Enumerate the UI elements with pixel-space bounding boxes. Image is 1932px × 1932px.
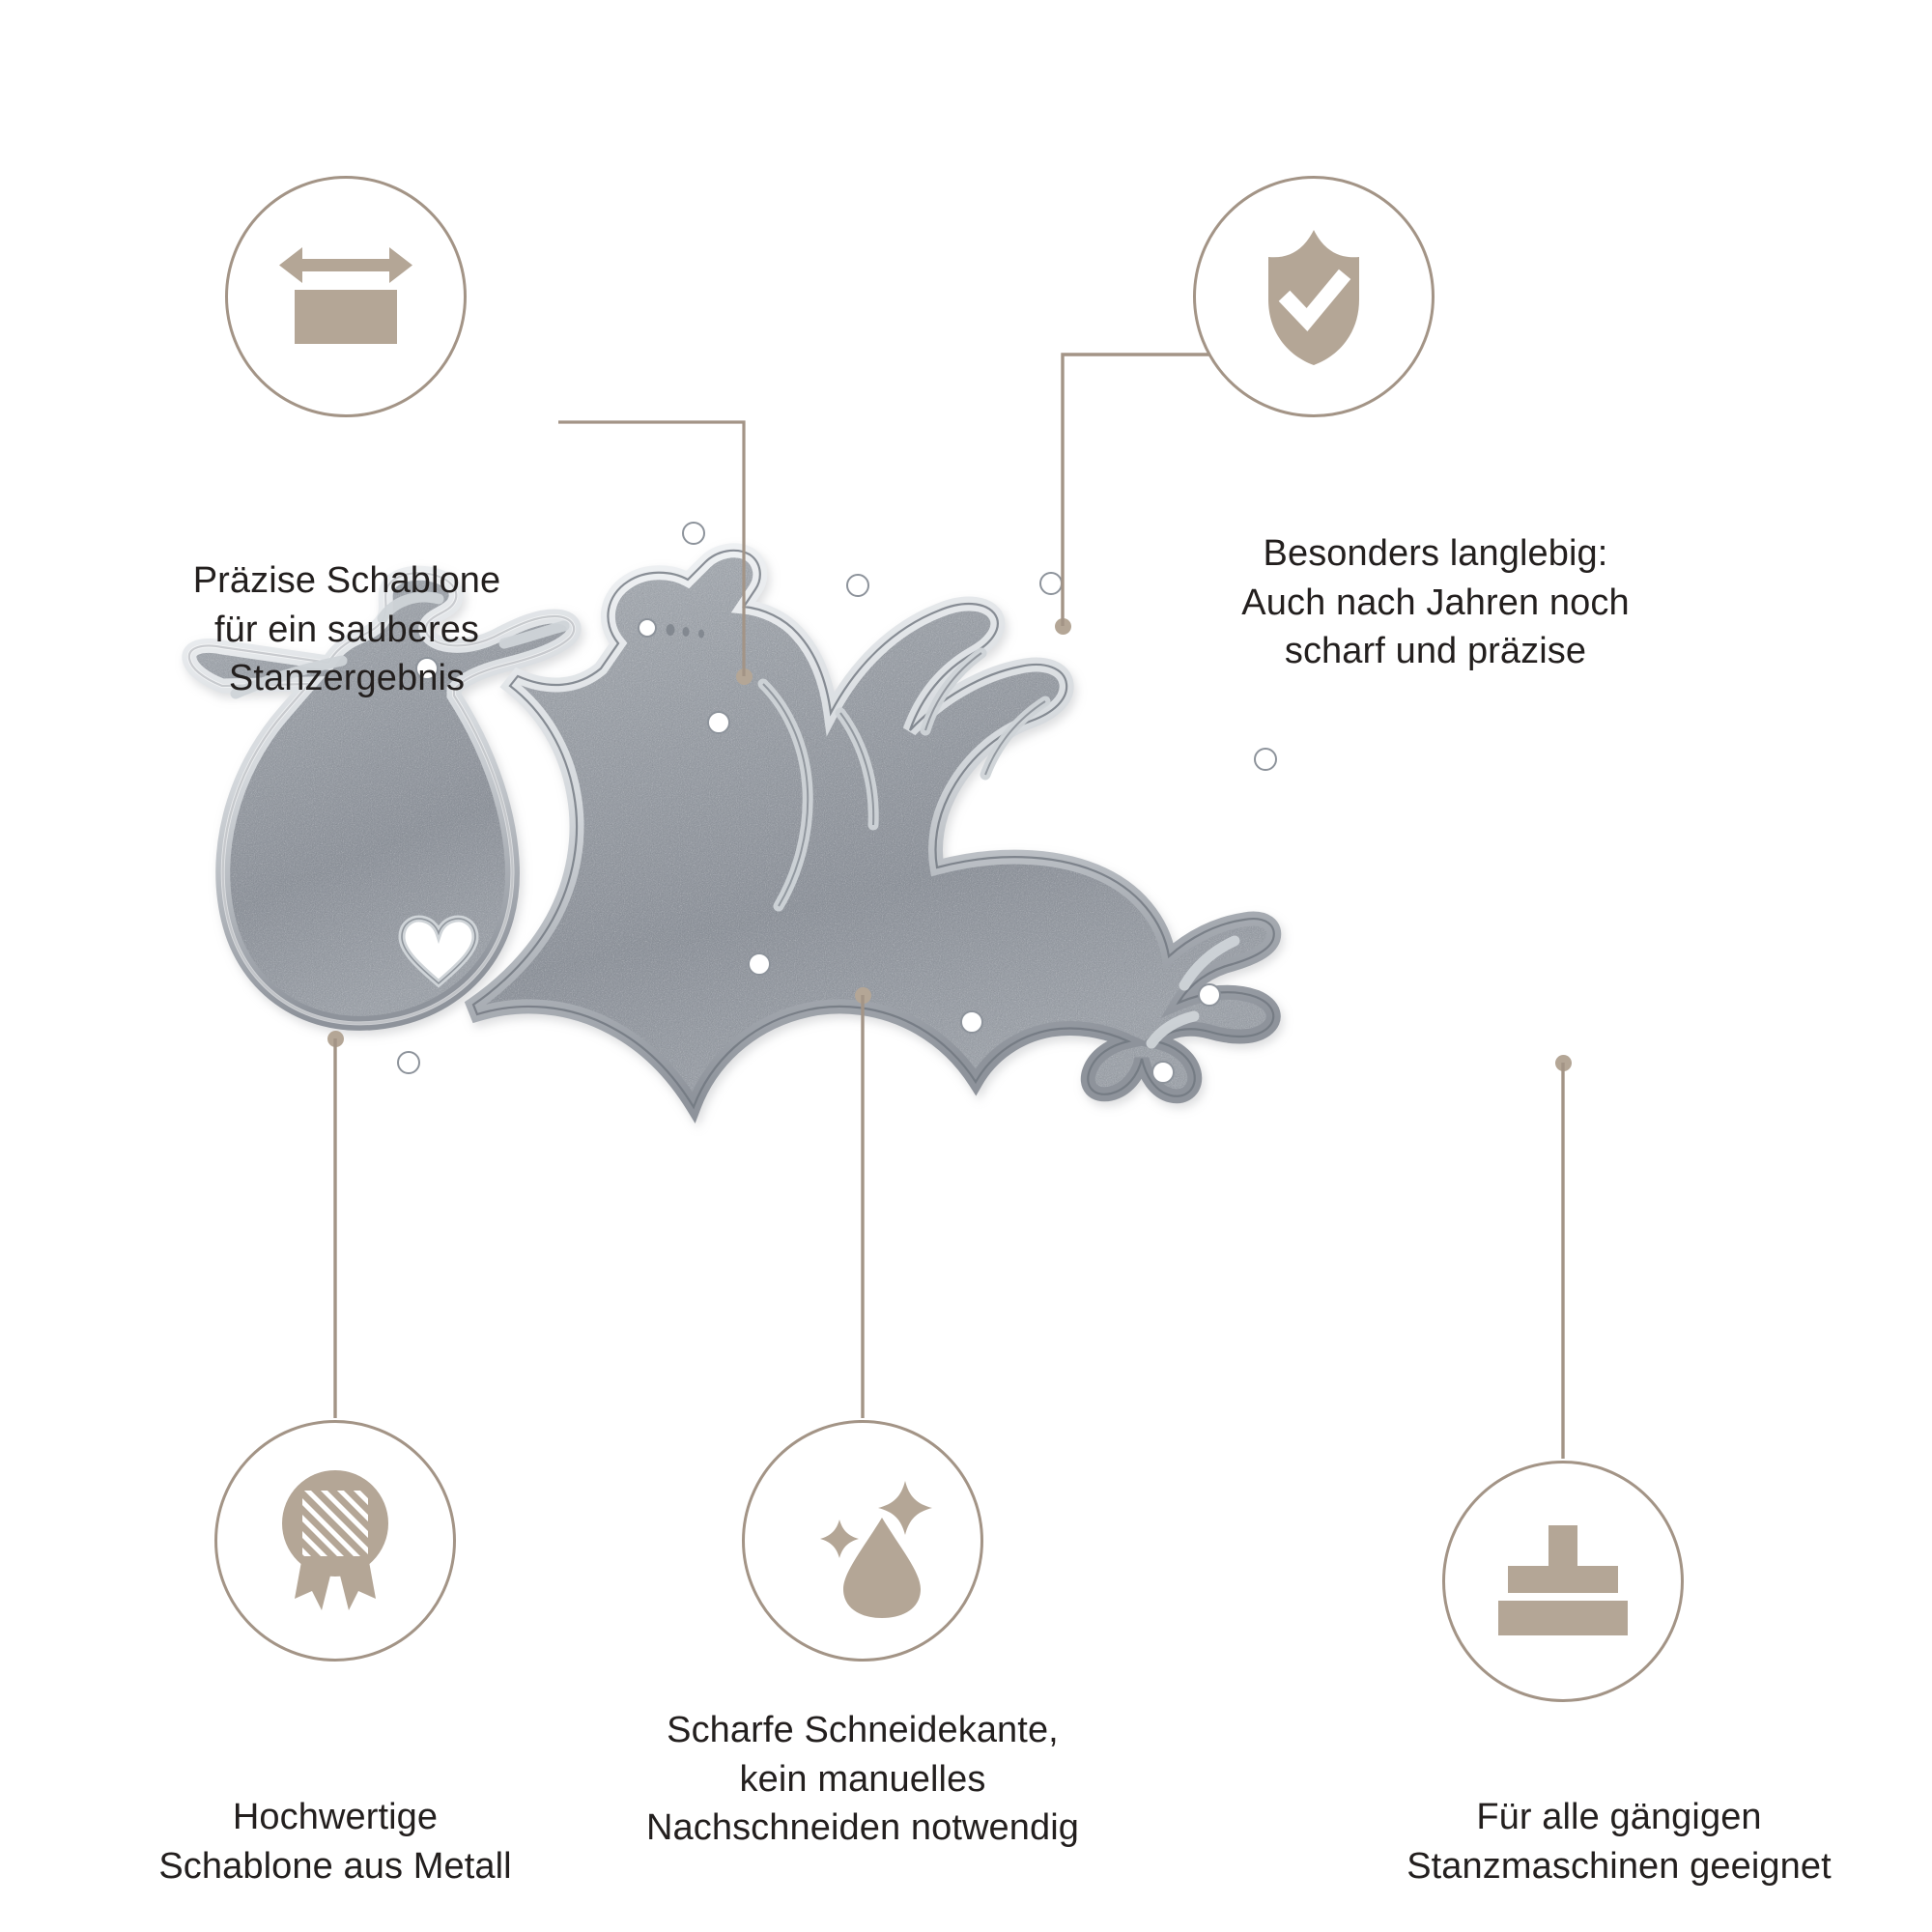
anchor-dot-quality-metal [327, 1031, 344, 1047]
feature-badge-sharp-edge [742, 1420, 983, 1662]
feature-badge-long-lasting [1193, 176, 1435, 417]
feature-badge-precise-stencil [225, 176, 467, 417]
anchor-dot-machine-compatible [1555, 1055, 1572, 1071]
caption-quality-metal: Hochwertige Schablone aus Metall [158, 1797, 512, 1887]
anchor-dot-sharp-edge [855, 987, 871, 1004]
caption-long-lasting: Besonders langlebig: Auch nach Jahren no… [1241, 533, 1630, 672]
caption-sharp-edge: Scharfe Schneidekante, kein manuelles Na… [645, 1710, 1080, 1849]
anchor-dot-precise-stencil [736, 668, 753, 685]
caption-precise-stencil: Präzise Schablone für ein sauberes Stanz… [192, 560, 501, 699]
feature-badge-machine-compatible [1442, 1461, 1684, 1702]
stamp-press-icon [1491, 1523, 1635, 1639]
anchor-dot-long-lasting [1055, 618, 1071, 635]
award-badge-icon [268, 1463, 403, 1618]
shield-check-icon [1251, 224, 1377, 369]
droplet-sparkle-icon [785, 1463, 940, 1618]
width-measure-icon [273, 234, 418, 359]
caption-machine-compatible: Für alle gängigen Stanzmaschinen geeigne… [1406, 1797, 1832, 1887]
feature-badge-quality-metal [214, 1420, 456, 1662]
